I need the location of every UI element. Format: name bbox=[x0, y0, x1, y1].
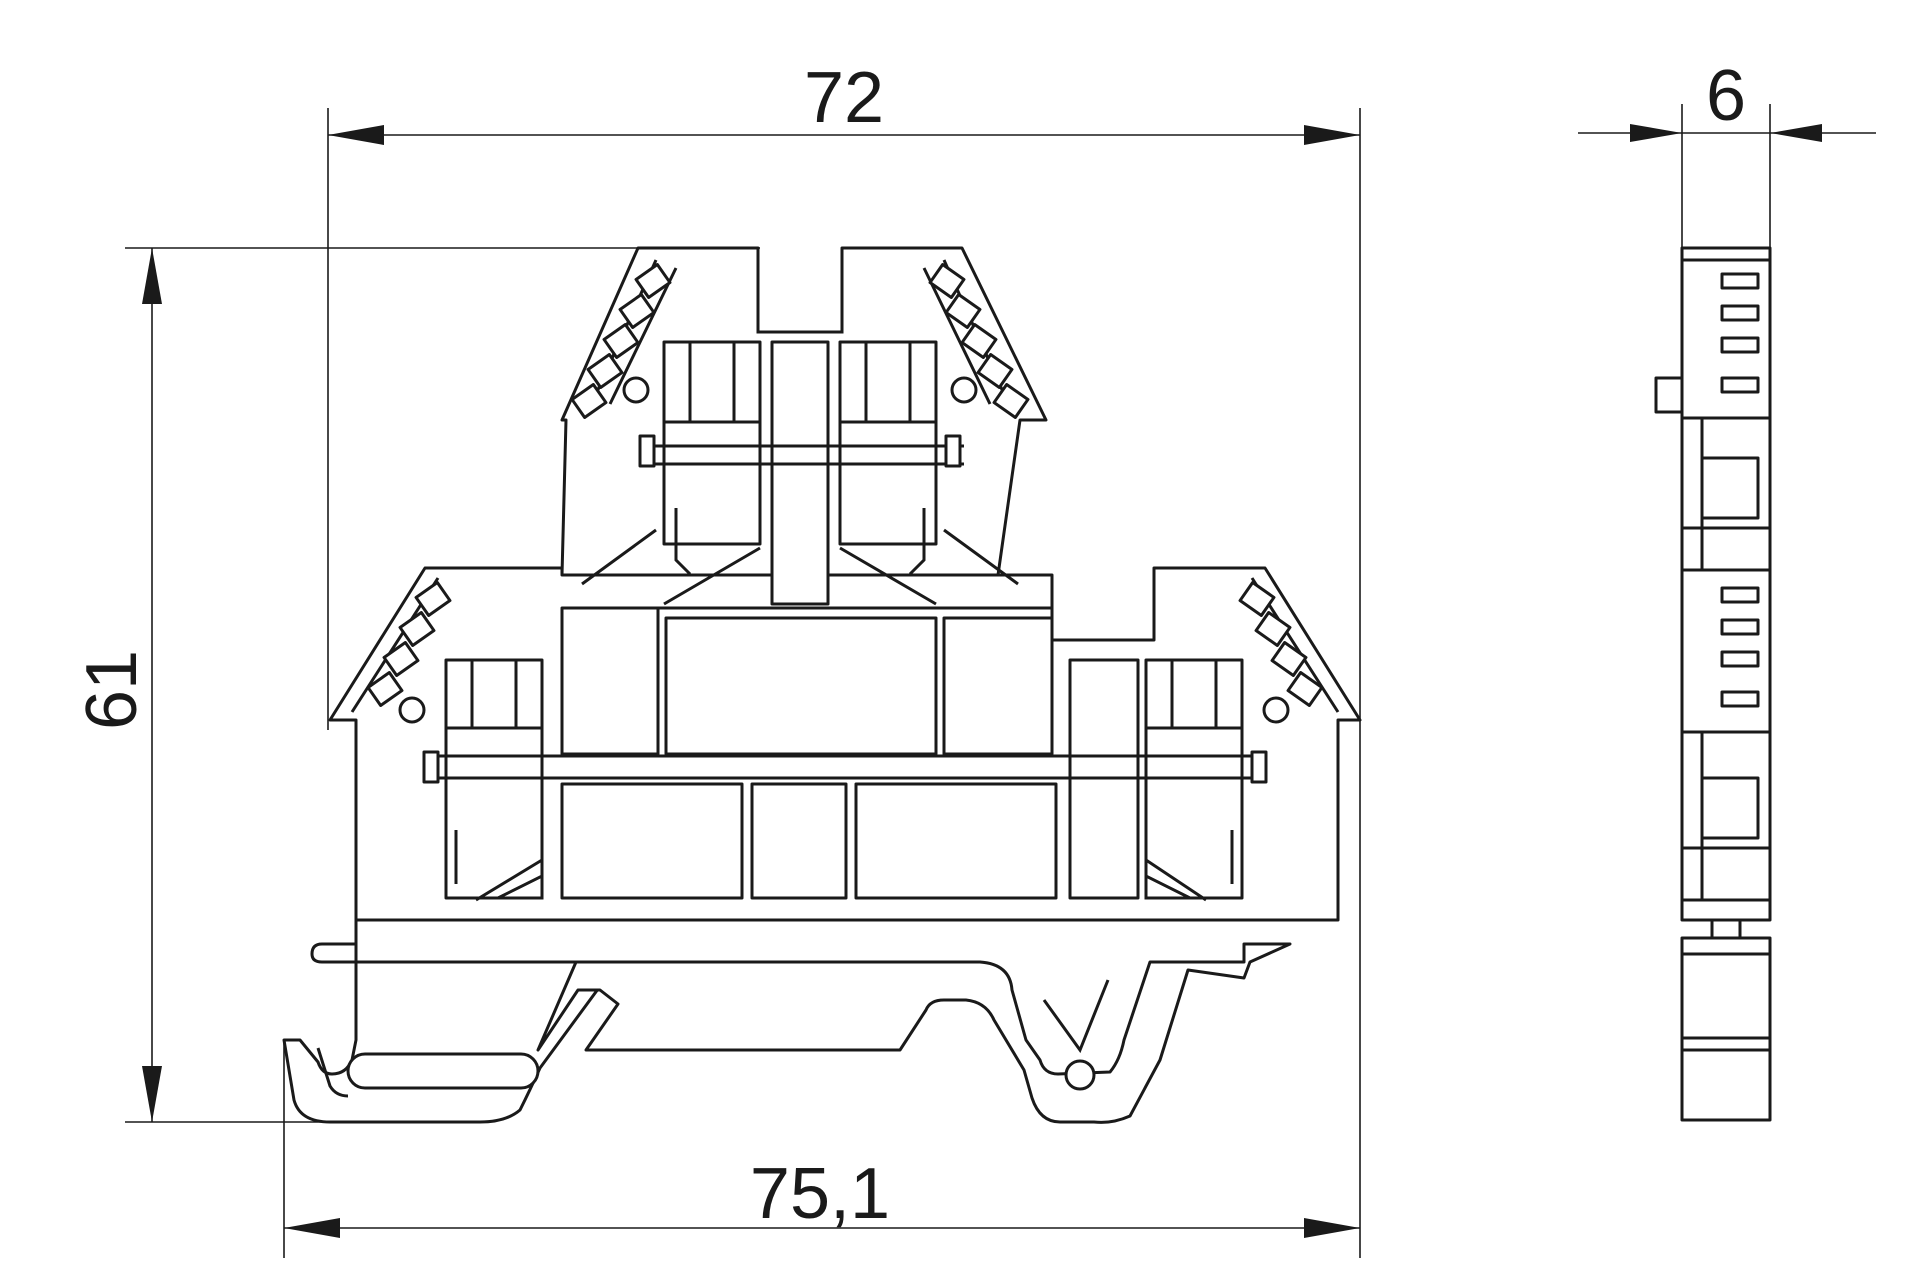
dimension-width-bottom: 75,1 bbox=[283, 1040, 1360, 1258]
terminal-block-side-view bbox=[1654, 246, 1772, 1122]
screw-hole bbox=[1262, 696, 1290, 724]
ribs-lower-left bbox=[350, 577, 452, 724]
arrow-left bbox=[1630, 124, 1682, 142]
dimension-width-top: 72 bbox=[327, 58, 1361, 1258]
arrow-left bbox=[328, 125, 384, 145]
side-stub bbox=[1654, 376, 1684, 414]
foot-latch bbox=[536, 942, 1292, 1124]
arrow-top bbox=[142, 248, 162, 304]
dimension-label-61: 61 bbox=[72, 650, 152, 730]
dimension-label-72: 72 bbox=[804, 58, 884, 138]
side-foot bbox=[1680, 936, 1772, 1122]
side-neck bbox=[1710, 918, 1742, 940]
arrow-bottom bbox=[142, 1066, 162, 1122]
foot-slot bbox=[346, 1052, 540, 1090]
screw-hole bbox=[950, 376, 978, 404]
screw-hole bbox=[398, 696, 426, 724]
lower-clamps bbox=[422, 658, 1268, 902]
ribs-upper-left bbox=[570, 259, 678, 419]
upper-clamps bbox=[581, 340, 1019, 606]
side-lower-ribs bbox=[1682, 586, 1770, 902]
arrow-right bbox=[1304, 1218, 1360, 1238]
screw-hole bbox=[622, 376, 650, 404]
foot-hole bbox=[1064, 1059, 1096, 1091]
terminal-block-front-view bbox=[282, 246, 1362, 1124]
arrow-left bbox=[284, 1218, 340, 1238]
ribs-lower-right bbox=[1238, 577, 1340, 724]
lower-body bbox=[497, 782, 1191, 900]
arrow-right bbox=[1770, 124, 1822, 142]
side-upper-ribs bbox=[1682, 258, 1770, 572]
upper-slot bbox=[756, 248, 844, 334]
ribs-upper-right bbox=[922, 259, 1030, 419]
arrow-right bbox=[1304, 125, 1360, 145]
dimension-label-6: 6 bbox=[1706, 56, 1746, 136]
din-rail-foot bbox=[282, 918, 1292, 1124]
dimension-side-width: 6 bbox=[1578, 56, 1876, 248]
dimension-height-left: 61 bbox=[72, 247, 760, 1123]
middle-tier bbox=[560, 606, 1054, 756]
dimension-label-75-1: 75,1 bbox=[750, 1154, 890, 1234]
